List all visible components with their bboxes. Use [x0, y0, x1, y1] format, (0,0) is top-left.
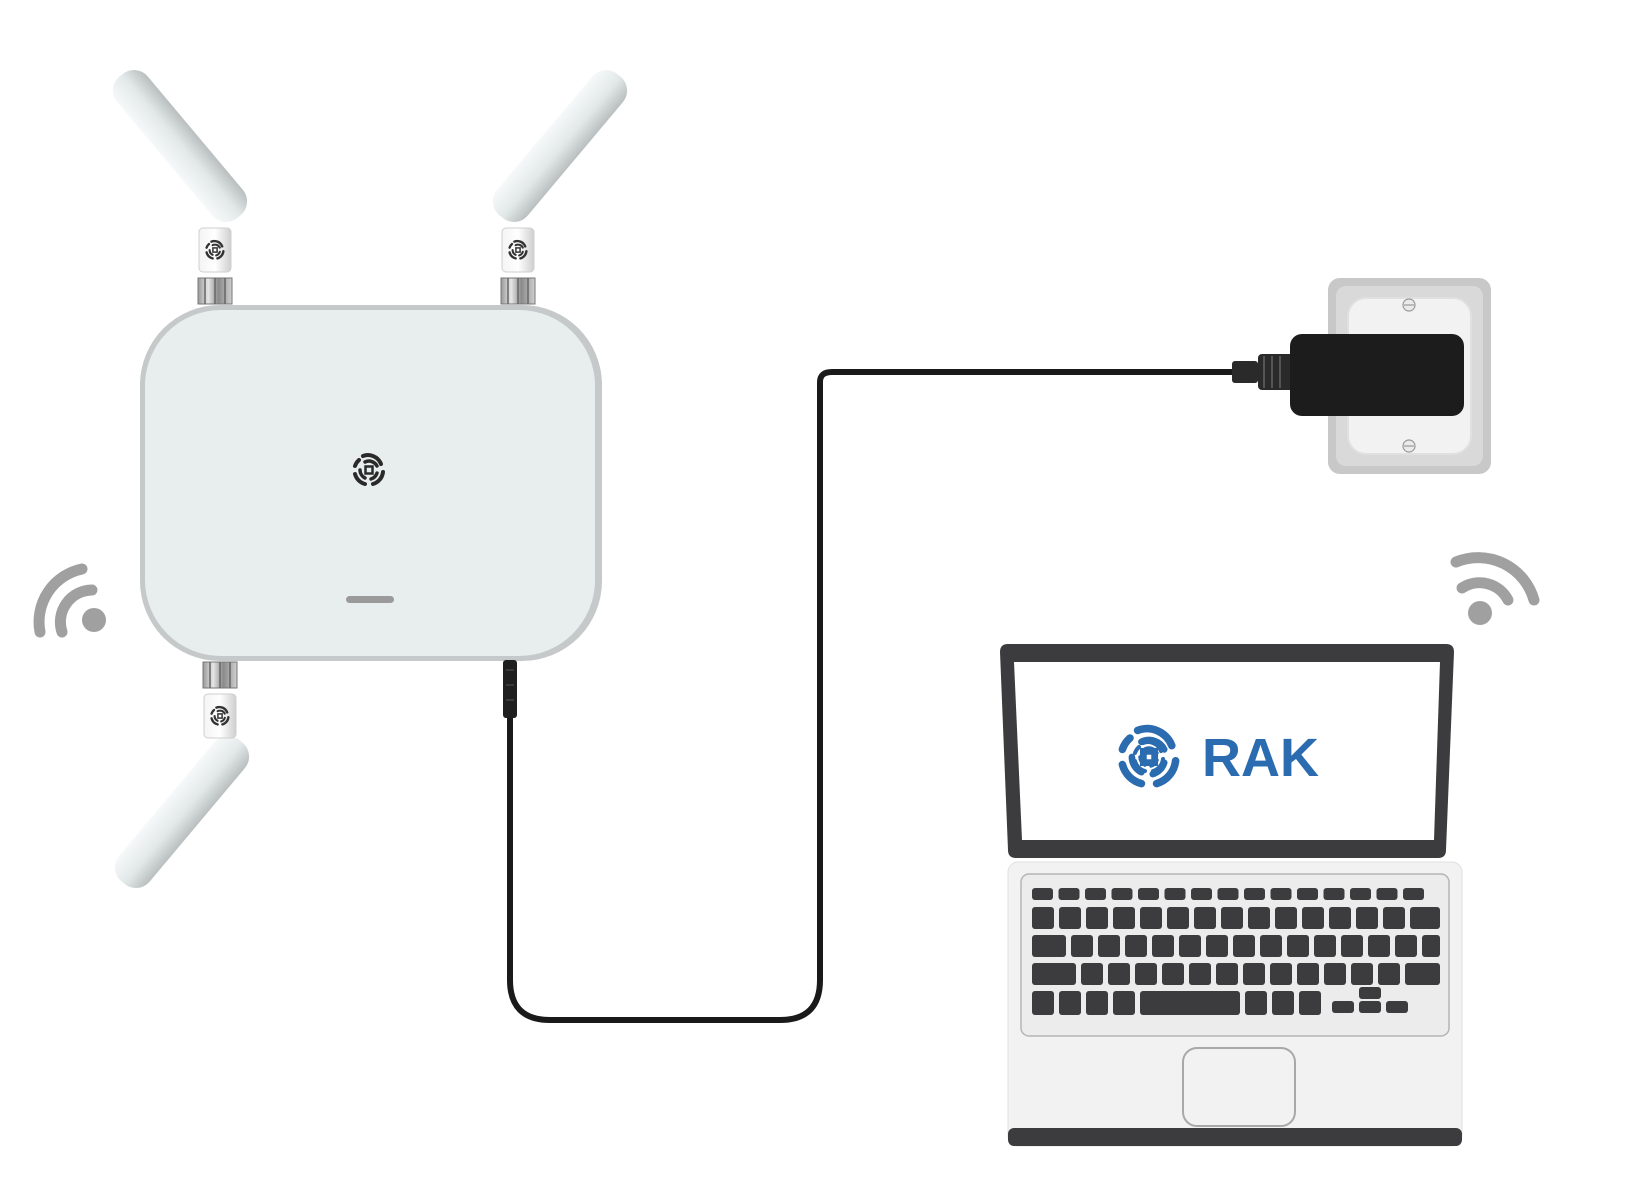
- antenna-top-left: [112, 70, 248, 305]
- keyboard-key: [1248, 907, 1270, 929]
- keyboard-key: [1113, 907, 1135, 929]
- power-adapter-icon: [1232, 334, 1464, 416]
- keyboard-key: [1368, 935, 1390, 957]
- keyboard-key: [1140, 907, 1162, 929]
- power-jack: [503, 660, 517, 718]
- status-led: [346, 596, 394, 603]
- keyboard-key: [1152, 935, 1174, 957]
- keyboard-key: [1191, 888, 1212, 900]
- keyboard-key: [1351, 963, 1373, 985]
- keyboard-key: [1071, 935, 1093, 957]
- keyboard-key: [1297, 888, 1318, 900]
- keyboard-key: [1162, 963, 1184, 985]
- keyboard-key: [1356, 907, 1378, 929]
- keyboard-key: [1108, 963, 1130, 985]
- touchpad: [1182, 1047, 1296, 1127]
- keyboard-key: [1217, 888, 1239, 900]
- keyboard-key: [1376, 888, 1398, 900]
- keyboard-key: [1323, 888, 1345, 900]
- keyboard-key: [1086, 991, 1108, 1015]
- keyboard-key: [1260, 935, 1282, 957]
- laptop: RAK: [1000, 644, 1463, 1147]
- keyboard-key: [1410, 907, 1440, 929]
- keyboard-key: [1189, 963, 1211, 985]
- keyboard-key: [1233, 935, 1255, 957]
- keyboard-key: [1032, 907, 1054, 929]
- keyboard-key: [1270, 888, 1292, 900]
- keyboard-key: [1302, 907, 1324, 929]
- keyboard-key: [1138, 888, 1159, 900]
- keyboard-key: [1206, 935, 1228, 957]
- keyboard-key: [1032, 991, 1054, 1015]
- keyboard-key: [1140, 991, 1240, 1015]
- keyboard-key: [1059, 907, 1081, 929]
- antenna-top-right: [492, 70, 628, 305]
- keyboard-key: [1085, 888, 1106, 900]
- keyboard-key: [1275, 907, 1297, 929]
- keyboard-key: [1405, 963, 1440, 985]
- lora-gateway: [112, 70, 628, 888]
- keyboard-key: [1216, 963, 1238, 985]
- keyboard-key: [1244, 888, 1265, 900]
- keyboard-key: [1081, 963, 1103, 985]
- keyboard-key: [1272, 991, 1294, 1015]
- keyboard-key: [1324, 963, 1346, 985]
- antenna-bottom-left: [114, 661, 250, 888]
- keyboard-key: [1032, 963, 1076, 985]
- keyboard-key: [1422, 935, 1440, 957]
- keyboard-key: [1086, 907, 1108, 929]
- keyboard-key: [1383, 907, 1405, 929]
- keyboard-key: [1350, 888, 1371, 900]
- keyboard-key: [1058, 888, 1080, 900]
- laptop-front-edge: [1008, 1128, 1462, 1146]
- keyboard-key: [1245, 991, 1267, 1015]
- wifi-dot: [1468, 601, 1492, 625]
- keyboard-key: [1164, 888, 1186, 900]
- keyboard-key: [1243, 963, 1265, 985]
- keyboard-key: [1341, 935, 1363, 957]
- screen-brand-text: RAK: [1202, 728, 1319, 788]
- keyboard-key: [1378, 963, 1400, 985]
- wifi-signal-right: [1450, 552, 1540, 625]
- power-cable: [507, 369, 1240, 1023]
- gateway-body: [145, 310, 595, 656]
- keyboard-key: [1125, 935, 1147, 957]
- wifi-dot: [82, 608, 106, 632]
- keyboard-key: [1332, 1001, 1354, 1013]
- keyboard-key: [1194, 907, 1216, 929]
- keyboard-key: [1270, 963, 1292, 985]
- keyboard-key: [1059, 991, 1081, 1015]
- keyboard-key: [1032, 888, 1053, 900]
- keyboard-key: [1167, 907, 1189, 929]
- keyboard-key: [1359, 1001, 1381, 1013]
- keyboard-key: [1032, 935, 1066, 957]
- keyboard-key: [1386, 1001, 1408, 1013]
- keyboard-keys: [1032, 888, 1440, 1015]
- laptop-screen: [1014, 662, 1440, 840]
- keyboard-key: [1179, 935, 1201, 957]
- keyboard-key: [1314, 935, 1336, 957]
- keyboard-key: [1111, 888, 1133, 900]
- screen-logo: RAK: [1122, 728, 1319, 788]
- keyboard-key: [1395, 935, 1417, 957]
- keyboard-key: [1098, 935, 1120, 957]
- keyboard-key: [1113, 991, 1135, 1015]
- keyboard-key: [1297, 963, 1319, 985]
- keyboard-key: [1135, 963, 1157, 985]
- keyboard-key: [1299, 991, 1321, 1015]
- keyboard-key: [1359, 987, 1381, 999]
- keyboard-key: [1221, 907, 1243, 929]
- keyboard-key: [1329, 907, 1351, 929]
- keyboard-key: [1287, 935, 1309, 957]
- wifi-signal-left: [33, 563, 106, 638]
- keyboard-key: [1403, 888, 1424, 900]
